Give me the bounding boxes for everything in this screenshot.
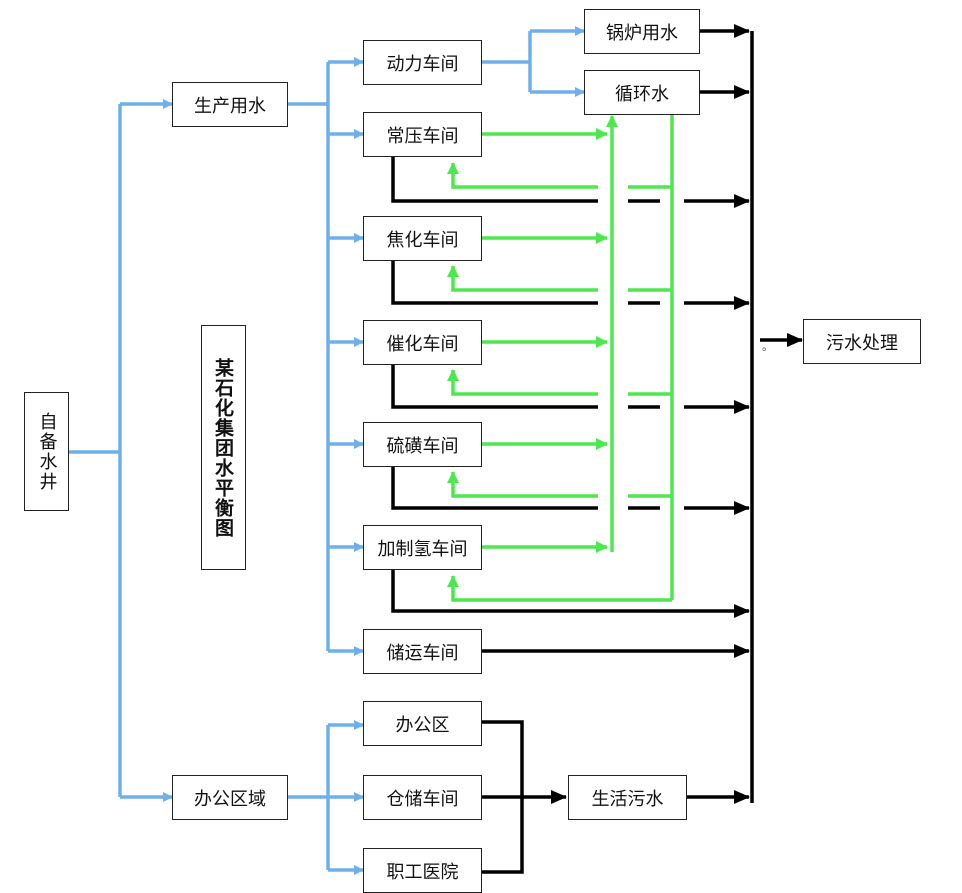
workshop-power-box: 动力车间: [363, 40, 482, 85]
recycle-lines: [447, 113, 674, 602]
workshop-storage-box: 储运车间: [363, 629, 482, 674]
workshop-storage-label: 储运车间: [386, 642, 459, 664]
warehouse-label: 仓储车间: [386, 788, 459, 810]
supply-lines: [69, 26, 585, 875]
drain-lines: [391, 24, 803, 874]
boiler-water-label: 锅炉用水: [606, 22, 678, 44]
sewage-treatment-label: 污水处理: [826, 332, 898, 354]
source-well-label: 自备水井: [36, 411, 58, 492]
workshop-sulfur-box: 硫磺车间: [363, 422, 482, 467]
workshop-coking-label: 焦化车间: [386, 229, 459, 251]
office-area-box: 办公区域: [172, 775, 288, 820]
office-area-label: 办公区域: [194, 788, 266, 810]
workshop-atmospheric-label: 常压车间: [386, 125, 459, 147]
diagram-title: 某石化集团水平衡图: [212, 357, 234, 538]
domestic-sewage-box: 生活污水: [568, 775, 687, 820]
title-box: 某石化集团水平衡图: [201, 325, 246, 570]
circulating-water-box: 循环水: [584, 70, 700, 115]
domestic-sewage-label: 生活污水: [591, 788, 664, 810]
workshop-catalytic-box: 催化车间: [363, 320, 482, 365]
workshop-atmospheric-box: 常压车间: [363, 112, 482, 157]
production-water-label: 生产用水: [194, 95, 266, 117]
workshop-hydrogen-box: 加制氢车间: [363, 525, 482, 570]
source-well-box: 自备水井: [24, 392, 69, 511]
small-mark: 。: [762, 340, 773, 353]
clinic-box: 职工医院: [363, 848, 482, 893]
workshop-power-label: 动力车间: [386, 53, 459, 75]
workshop-hydrogen-label: 加制氢车间: [377, 538, 468, 560]
office-box: 办公区: [363, 701, 482, 746]
workshop-coking-box: 焦化车间: [363, 216, 482, 261]
workshop-sulfur-label: 硫磺车间: [386, 435, 459, 457]
clinic-label: 职工医院: [386, 861, 459, 883]
warehouse-box: 仓储车间: [363, 775, 482, 820]
office-label: 办公区: [395, 714, 450, 736]
production-water-box: 生产用水: [172, 82, 288, 127]
boiler-water-box: 锅炉用水: [584, 9, 700, 54]
circulating-water-label: 循环水: [615, 83, 669, 105]
workshop-catalytic-label: 催化车间: [386, 333, 459, 355]
sewage-treatment-box: 污水处理: [803, 319, 921, 364]
